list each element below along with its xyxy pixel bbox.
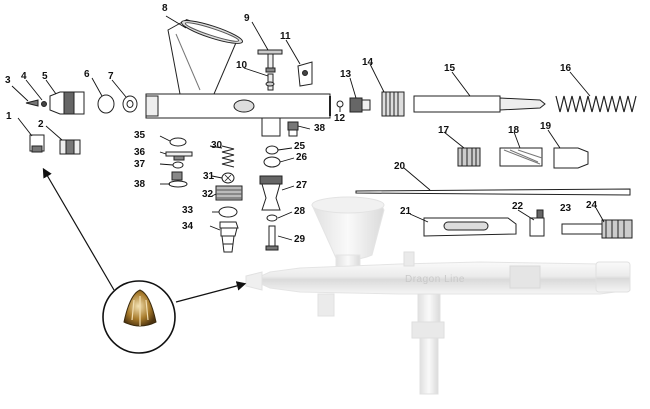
part-label: 36 (134, 147, 146, 158)
part-30-spring (221, 145, 235, 168)
part-15-needle-chucking (413, 95, 546, 113)
part-label: 34 (182, 221, 194, 232)
part-7-seal (122, 95, 138, 113)
part-27-valve-body (259, 175, 283, 211)
part-20-needle (355, 188, 631, 196)
part-31-ring (221, 172, 235, 184)
part-28-washer (266, 214, 278, 222)
part-19-cap (553, 147, 589, 169)
part-29-valve-stem (265, 225, 279, 251)
part-36-disk (165, 151, 193, 161)
part-9-trigger (257, 49, 283, 91)
part-label: 8 (162, 3, 168, 14)
part-label: 14 (362, 57, 374, 68)
part-37-ring (172, 161, 184, 169)
part-16-spring (555, 95, 637, 113)
part-label: 22 (512, 201, 524, 212)
part-35-washer (169, 137, 187, 147)
part-label: 27 (296, 180, 308, 191)
part-label: 32 (202, 189, 214, 200)
part-11-lever (297, 61, 313, 87)
part-label: 2 (38, 119, 44, 130)
part-24-adjuster (561, 219, 633, 239)
nozzle-detail-callout (42, 167, 247, 354)
part-13-nut (349, 97, 371, 113)
part-label: 31 (203, 171, 215, 182)
part-34-hose-fitting (219, 221, 239, 253)
part-3-tip (25, 99, 39, 107)
part-5-head (49, 91, 85, 115)
part-label: 15 (444, 63, 456, 74)
part-label: 4 (21, 71, 27, 82)
part-label: 17 (438, 125, 450, 136)
part-22-stop (529, 217, 545, 237)
part-14-knurled-nut (381, 91, 405, 117)
part-17-knurled (457, 147, 481, 167)
part-23-screw (536, 209, 544, 219)
part-2-nozzle (59, 139, 81, 155)
part-label: 5 (42, 71, 48, 82)
part-label: 24 (586, 200, 598, 211)
part-8-cup-lid (181, 20, 243, 44)
part-label: 28 (294, 206, 306, 217)
part-label: 35 (134, 130, 146, 141)
part-label: 12 (334, 113, 346, 124)
part-25-oring (265, 145, 279, 155)
part-33-washer (218, 206, 238, 218)
part-label: 37 (134, 159, 146, 170)
part-label: 9 (244, 13, 250, 24)
part-label: 21 (400, 206, 412, 217)
part-label: 19 (540, 121, 552, 132)
part-12-washer (336, 100, 344, 108)
part-label: 33 (182, 205, 194, 216)
part-21-handle (423, 217, 517, 237)
part-label: 38 (134, 179, 146, 190)
part-38-screw-top (287, 121, 299, 137)
part-label: 13 (340, 69, 352, 80)
part-label: 30 (211, 140, 223, 151)
part-label: 20 (394, 161, 406, 172)
part-1-nozzle-cap (29, 134, 45, 153)
part-label: 1 (6, 111, 12, 122)
part-label: 25 (294, 141, 306, 152)
part-label: 16 (560, 63, 572, 74)
part-label: 10 (236, 60, 248, 71)
part-4-ring (41, 101, 47, 107)
airbrush-photo (245, 196, 631, 395)
part-label: 23 (560, 203, 572, 214)
part-label: 3 (5, 75, 11, 86)
part-label: 18 (508, 125, 520, 136)
part-32-knurled-nut (215, 185, 243, 201)
part-label: 38 (314, 123, 326, 134)
part-label: 11 (280, 31, 291, 42)
part-18-sleeve (499, 147, 543, 167)
part-label: 26 (296, 152, 308, 163)
part-label: 29 (294, 234, 306, 245)
part-6-washer (97, 94, 115, 114)
part-label: 6 (84, 69, 90, 80)
part-26-ring (263, 156, 281, 168)
part-38-pin (168, 171, 188, 188)
watermark: Dragon Line (405, 274, 465, 285)
part-label: 7 (108, 71, 114, 82)
leader-lines (11, 15, 605, 241)
